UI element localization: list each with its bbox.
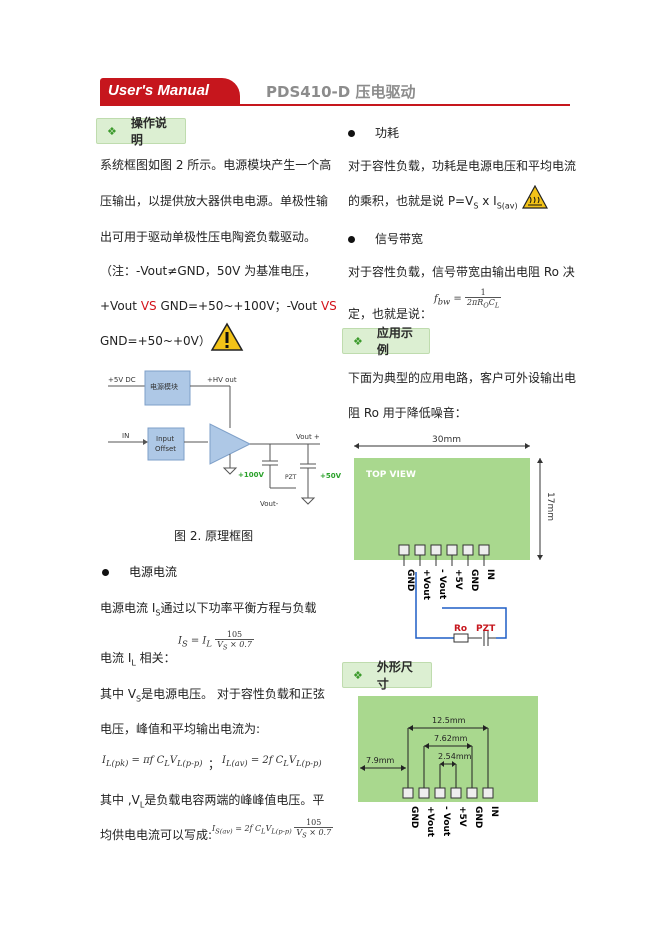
diagram-label: PZT	[285, 474, 297, 481]
paragraph-line: 压输出，以提供放大器供电电源。单极性输	[100, 194, 329, 208]
section-title: 操作说明	[130, 116, 167, 147]
section-title: 外形尺寸	[376, 660, 413, 691]
dimension-label: 2.54mm	[438, 752, 472, 761]
section-tab-application: ❖ 应用示例	[342, 326, 430, 357]
pin-label: +Vout	[425, 806, 435, 838]
paragraph-line: 定，也就是说：	[348, 307, 433, 321]
diagram-label: 电源模块	[150, 382, 178, 391]
pin-label: +Vout	[421, 569, 431, 601]
paragraph-line: 电源电流 IS通过以下功率平衡方程与负载	[100, 601, 317, 618]
hot-surface-warning-icon	[522, 185, 548, 209]
pin-label: +5V	[457, 806, 467, 827]
diagram-label: +5V DC	[108, 376, 136, 384]
diagram-label: IN	[122, 432, 129, 440]
warning-icon	[210, 322, 244, 351]
equation-peak-current: IL(pk) = πf CLVL(p-p)	[102, 755, 203, 768]
paragraph-line: 均供电电流可以写成:	[100, 828, 213, 842]
dimension-label: 12.5mm	[432, 716, 466, 725]
bullet-item: 功耗	[348, 124, 399, 141]
diagram-label: Input	[156, 435, 174, 443]
wire	[442, 607, 507, 639]
document-title: PDS410-D 压电驱动	[266, 83, 416, 101]
dimension-label: 17mm	[545, 492, 555, 521]
top-view-diagram: 30mm TOP VIEW 17mm GND +Vout - Vout +5V …	[354, 435, 555, 646]
top-view-label: TOP VIEW	[366, 470, 416, 480]
dimension-label: 7.62mm	[434, 734, 468, 743]
paragraph-line: 系统框图如图 2 所示。电源模块产生一个高	[100, 158, 332, 172]
pin-label: - Vout	[437, 569, 447, 600]
board-outline	[358, 696, 538, 802]
component-label: Ro	[454, 624, 467, 634]
section-tab-dimensions: ❖ 外形尺寸	[342, 660, 432, 691]
pin-label: IN	[485, 569, 495, 580]
bullet-dot-icon	[102, 569, 109, 576]
note-line: （注：-Vout≠GND，50V 为基准电压，	[100, 264, 317, 278]
paragraph-line: 下面为典型的应用电路，客户可外设输出电	[348, 371, 577, 385]
diagram-label: +HV out	[207, 376, 237, 384]
component-label: PZT	[476, 624, 496, 634]
diamond-bullet-icon: ❖	[353, 668, 363, 682]
diamond-bullet-icon: ❖	[107, 124, 117, 138]
section-title: 应用示例	[376, 326, 413, 357]
pin-label: IN	[489, 806, 499, 817]
diagram-label: Offset	[155, 445, 176, 453]
pin-row	[402, 787, 494, 799]
board-top-view	[354, 458, 530, 560]
paragraph-line: 电流 IL 相关：	[100, 651, 176, 668]
pin-label: GND	[473, 806, 483, 828]
paragraph-line: 的乘积，也就是说 P=VS x IS(av)	[348, 194, 518, 211]
note-line: +Vout VS GND=+50~+100V；-Vout VS	[100, 299, 337, 313]
section-tab-operation: ❖ 操作说明	[96, 116, 186, 147]
pin-label: +5V	[453, 569, 463, 590]
paragraph-line: 出可用于驱动单极性压电陶瓷负载驱动。	[100, 230, 317, 244]
paragraph-line: 对于容性负载，功耗是电源电压和平均电流	[348, 159, 577, 173]
pin-label: GND	[469, 569, 479, 591]
paragraph-line: 对于容性负载，信号带宽由输出电阻 Ro 决	[348, 265, 575, 279]
pin-label: - Vout	[441, 806, 451, 837]
resistor-ro	[453, 633, 469, 643]
paragraph-line: 其中 VS是电源电压。 对于容性负载和正弦	[100, 687, 325, 704]
separator: ；	[208, 757, 221, 771]
block-diagram: +5V DC 电源模块 +HV out IN Input Offset Vout…	[108, 370, 342, 508]
note-line: GND=+50~+0V）	[100, 334, 211, 348]
pin-label: GND	[405, 569, 415, 591]
diagram-label: +100V	[238, 471, 264, 479]
diagram-label: Vout +	[296, 433, 320, 441]
paragraph-line: 电压，峰值和平均输出电流为:	[100, 722, 261, 736]
dimension-label: 30mm	[432, 435, 461, 445]
bullet-item: 电源电流	[102, 563, 177, 580]
dimension-label: 7.9mm	[366, 756, 395, 765]
paragraph-line: 阻 Ro 用于降低噪音：	[348, 406, 467, 420]
brand-banner: User's Manual	[100, 78, 240, 106]
diamond-bullet-icon: ❖	[353, 334, 363, 348]
bullet-dot-icon	[348, 236, 355, 243]
brand-label: User's Manual	[108, 82, 210, 99]
psu-block	[144, 370, 191, 406]
header-rule	[100, 104, 570, 106]
bullet-item: 信号带宽	[348, 230, 423, 247]
wire	[415, 572, 456, 639]
offset-block	[147, 427, 185, 461]
pin-label: GND	[409, 806, 419, 828]
paragraph-line: 其中 ,VL是负载电容两端的峰峰值电压。平	[100, 793, 325, 810]
bullet-dot-icon	[348, 130, 355, 137]
equation-average-current: IL(av) = 2f CLVL(p-p)	[222, 755, 322, 768]
diagram-label: Vout-	[260, 500, 279, 508]
diagram-label: +50V	[320, 472, 342, 480]
outline-dimension-diagram: 12.5mm 7.62mm 2.54mm 7.9mm GND +Vout - V…	[358, 696, 538, 838]
figure-caption: 图 2. 原理框图	[174, 529, 254, 543]
